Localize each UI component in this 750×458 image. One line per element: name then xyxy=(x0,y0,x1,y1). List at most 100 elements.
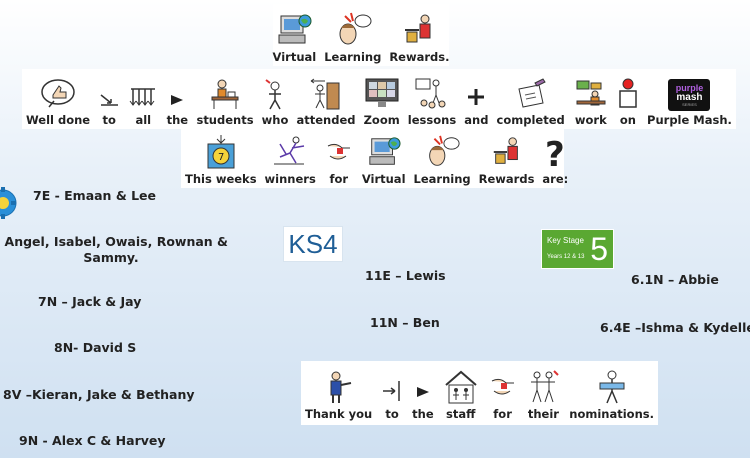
nominations-symbol: nominations. xyxy=(569,369,654,421)
student-desk-icon xyxy=(211,79,239,109)
hand-give-icon xyxy=(327,143,350,160)
reward-trophy-icon xyxy=(493,137,518,164)
zoom-symbol: Zoom xyxy=(364,77,400,127)
learning-head-icon xyxy=(429,135,460,166)
staff-symbol: staff xyxy=(443,369,479,421)
title-word: Virtual xyxy=(272,50,317,64)
to-symbol-2: to xyxy=(381,375,403,421)
sentence-word: all xyxy=(135,113,152,127)
rewards-symbol: Rewards. xyxy=(389,12,449,64)
winners-word: Rewards xyxy=(478,172,535,186)
who-symbol: who xyxy=(262,77,288,127)
winner-6-4e: 6.4E –Ishma & Kydelle xyxy=(600,320,750,335)
thank-you-symbol: Thank you xyxy=(305,369,372,421)
the-arrow-icon xyxy=(171,95,184,105)
learning-head-icon xyxy=(339,12,372,45)
work-symbol: work xyxy=(573,77,609,127)
purple-mash-symbol: purple mash SERIES Purple Mash. xyxy=(647,79,732,127)
thanks-strip: Thank you to the staff for their nominat… xyxy=(301,361,658,425)
nominations-person-icon xyxy=(599,370,625,404)
lessons-symbol: lessons xyxy=(408,77,456,127)
sentence-word: work xyxy=(574,113,607,127)
arrow-to-icon xyxy=(100,94,119,106)
winners-word: This weeks xyxy=(185,172,257,186)
sentence-word: Zoom xyxy=(363,113,400,127)
winner-8v: 8V –Kieran, Jake & Bethany xyxy=(3,387,195,402)
computer-globe-icon xyxy=(278,14,312,44)
winners-word: for xyxy=(329,172,349,186)
rewards-symbol-2: Rewards xyxy=(478,134,535,186)
winner-7n: 7N – Jack & Jay xyxy=(38,294,142,309)
students-symbol: students xyxy=(196,77,254,127)
all-people-icon xyxy=(129,88,156,106)
their-symbol: their xyxy=(526,369,560,421)
ks5-badge: Key Stage Years 12 & 13 5 xyxy=(541,229,614,269)
sentence-word: on xyxy=(619,113,636,127)
sentence-word: the xyxy=(166,113,189,127)
thanks-word: their xyxy=(527,407,559,421)
work-icon xyxy=(576,80,606,106)
thanks-word: to xyxy=(385,407,399,421)
sentence-word: to xyxy=(102,113,116,127)
thank-you-person-icon xyxy=(330,371,351,403)
hand-give-icon xyxy=(491,378,514,395)
thanks-word: staff xyxy=(446,407,476,421)
gear-icon xyxy=(0,187,17,219)
sentence-word: attended xyxy=(296,113,356,127)
the-symbol-2: the xyxy=(412,375,434,421)
sentence-strip: Well done to all the students who attend… xyxy=(22,69,736,129)
well-done-symbol: Well done xyxy=(26,77,90,127)
winners-word: winners xyxy=(264,172,316,186)
for-symbol: for xyxy=(324,134,354,186)
the-symbol: the xyxy=(166,81,188,127)
winner-icon xyxy=(274,136,305,165)
learning-symbol: Learning xyxy=(324,12,381,64)
svg-text:?: ? xyxy=(545,135,565,170)
thanks-word: Thank you xyxy=(305,407,373,421)
plus-icon xyxy=(468,89,485,105)
winners-word: are: xyxy=(542,172,569,186)
winner-11e: 11E – Lewis xyxy=(365,268,446,283)
purple-mash-logo: purple mash SERIES xyxy=(668,79,711,111)
attended-symbol: attended xyxy=(296,77,355,127)
attended-door-icon xyxy=(310,78,340,110)
calendar-icon: 7 xyxy=(207,135,235,169)
on-icon xyxy=(619,78,637,108)
and-symbol: and xyxy=(464,81,488,127)
for-symbol-2: for xyxy=(488,369,518,421)
thanks-word: for xyxy=(493,407,512,421)
sentence-word: students xyxy=(196,113,254,127)
their-people-icon xyxy=(531,370,560,403)
svg-text:7: 7 xyxy=(218,152,224,163)
ks4-label: KS4 xyxy=(283,226,343,262)
winners-word: Virtual xyxy=(361,172,406,186)
completed-pencil-icon xyxy=(518,78,546,108)
all-symbol: all xyxy=(128,81,158,127)
thanks-word: the xyxy=(412,407,434,421)
to-symbol: to xyxy=(98,81,120,127)
completed-symbol: completed xyxy=(497,77,565,127)
question-mark-icon: ? xyxy=(545,135,565,170)
learning-symbol-2: Learning xyxy=(414,134,471,186)
winner-7x: - Angel, Isabel, Owais, Rownan & Sammy. xyxy=(0,234,228,265)
lessons-teacher-icon xyxy=(415,78,446,109)
sentence-word: and xyxy=(464,113,489,127)
winners-symbol: winners xyxy=(265,134,316,186)
computer-globe-icon xyxy=(369,137,401,165)
sentence-word: Well done xyxy=(26,113,91,127)
winners-word: Learning xyxy=(413,172,471,186)
sentence-word: lessons xyxy=(407,113,457,127)
reward-trophy-icon xyxy=(405,14,431,43)
zoom-screen-icon xyxy=(365,78,399,107)
virtual-symbol-2: Virtual xyxy=(362,134,406,186)
on-symbol: on xyxy=(617,77,639,127)
thanks-word: nominations. xyxy=(569,407,654,421)
staff-house-icon xyxy=(445,370,477,404)
winner-11n: 11N – Ben xyxy=(370,315,440,330)
arrow-to-icon xyxy=(383,381,400,401)
winner-8n: 8N- David S xyxy=(54,340,137,355)
winner-7e: 7E - Emaan & Lee xyxy=(33,188,156,203)
virtual-symbol: Virtual xyxy=(272,12,317,64)
